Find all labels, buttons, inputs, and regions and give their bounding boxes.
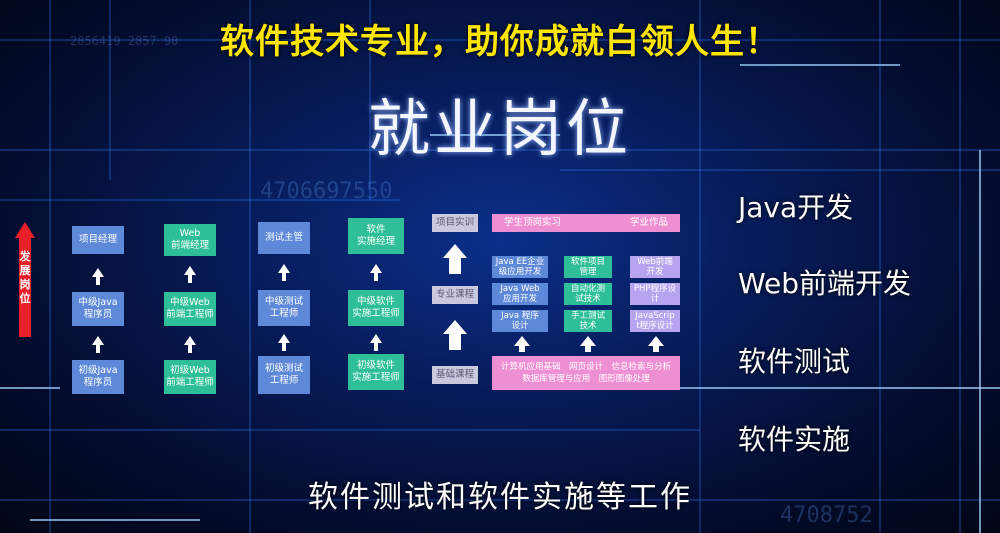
up-arrow-icon — [278, 264, 290, 273]
up-arrow-stem — [188, 345, 192, 353]
job-box-bottom-1: 初级Java 程序员 — [72, 360, 124, 394]
course-cell: JavaScrip t程序设计 — [630, 310, 680, 332]
practice-left-label: 学生顶岗实习 — [504, 217, 562, 228]
page-title: 就业岗位 — [367, 92, 632, 165]
up-arrow-icon — [184, 266, 196, 275]
headline: 软件技术专业，助你成就白领人生！ — [220, 22, 780, 62]
growth-arrow-stem — [19, 237, 31, 337]
course-cell: 自动化测 试技术 — [564, 283, 612, 305]
job-list-item: 软件测试 — [738, 345, 851, 378]
up-arrow-icon — [184, 336, 196, 345]
job-box-top-1: 项目经理 — [72, 226, 124, 254]
up-arrow-stem — [282, 343, 286, 351]
course-cell: 软件项目 管理 — [564, 256, 612, 278]
svg-text:4708752: 4708752 — [780, 503, 873, 528]
up-arrow-stem — [96, 345, 100, 353]
up-arrow-stem — [519, 346, 525, 352]
up-arrow-stem — [188, 275, 192, 283]
course-level-project: 项目实训 — [432, 214, 478, 232]
course-cell: Java Web 应用开发 — [492, 283, 548, 305]
foundation-line-2: 数据库管理与应用 图形图像处理 — [522, 374, 650, 384]
practice-bar: 学生顶岗实习 学业作品 — [492, 214, 680, 232]
svg-text:2856419 2857 90: 2856419 2857 90 — [70, 34, 178, 48]
up-arrow-stem — [653, 346, 659, 352]
big-up-arrow-icon — [443, 244, 467, 258]
career-diagram: 发展岗位 项目经理 中级Java 程序员 初级Java 程序员 Web 前端经理… — [15, 214, 680, 394]
course-cell: Java EE企业 级应用开发 — [492, 256, 548, 278]
job-box-bottom-4: 初级软件 实施工程师 — [348, 354, 404, 390]
caption: 软件测试和软件实施等工作 — [308, 480, 692, 515]
job-list-item: Web前端开发 — [738, 267, 912, 300]
job-box-mid-3: 中级测试 工程师 — [258, 290, 310, 326]
course-cell: Java 程序 设计 — [492, 310, 548, 332]
job-box-mid-1: 中级Java 程序员 — [72, 292, 124, 326]
growth-label: 发展岗位 — [19, 250, 31, 305]
up-arrow-stem — [585, 346, 591, 352]
course-cell: 手工测试 技术 — [564, 310, 612, 332]
big-up-arrow-icon — [443, 320, 467, 334]
big-up-arrow-stem — [449, 334, 461, 350]
big-up-arrow-stem — [449, 258, 461, 274]
job-box-top-4: 软件 实施经理 — [348, 218, 404, 254]
up-arrow-stem — [96, 277, 100, 285]
job-list-item: 软件实施 — [738, 423, 851, 456]
up-arrow-icon — [92, 268, 104, 277]
foundation-line-1: 计算机应用基础 网页设计 信息检索与分析 — [500, 362, 671, 372]
practice-right-label: 学业作品 — [629, 217, 668, 228]
growth-arrow-icon — [15, 222, 35, 238]
job-box-mid-4: 中级软件 实施工程师 — [348, 290, 404, 326]
job-box-bottom-2: 初级Web 前端工程师 — [164, 360, 216, 394]
up-arrow-icon — [580, 336, 596, 346]
svg-text:4706697550: 4706697550 — [260, 179, 392, 204]
course-level-foundation: 基础课程 — [432, 366, 478, 384]
course-cell: Web前端 开发 — [630, 256, 680, 278]
job-box-top-2: Web 前端经理 — [164, 224, 216, 256]
up-arrow-stem — [374, 273, 378, 281]
foundation-bar: 计算机应用基础 网页设计 信息检索与分析 数据库管理与应用 图形图像处理 — [492, 356, 680, 390]
job-box-top-3: 测试主管 — [258, 222, 310, 254]
job-list-item: Java开发 — [738, 191, 854, 224]
up-arrow-icon — [370, 264, 382, 273]
up-arrow-icon — [278, 334, 290, 343]
job-box-bottom-3: 初级测试 工程师 — [258, 356, 310, 394]
up-arrow-icon — [514, 336, 530, 346]
course-cell: PHP程序设 计 — [630, 283, 680, 305]
job-box-mid-2: 中级Web 前端工程师 — [164, 292, 216, 326]
up-arrow-icon — [92, 336, 104, 345]
course-level-professional: 专业课程 — [432, 286, 478, 304]
up-arrow-icon — [370, 334, 382, 343]
up-arrow-stem — [374, 343, 378, 351]
up-arrow-stem — [282, 273, 286, 281]
up-arrow-icon — [648, 336, 664, 346]
